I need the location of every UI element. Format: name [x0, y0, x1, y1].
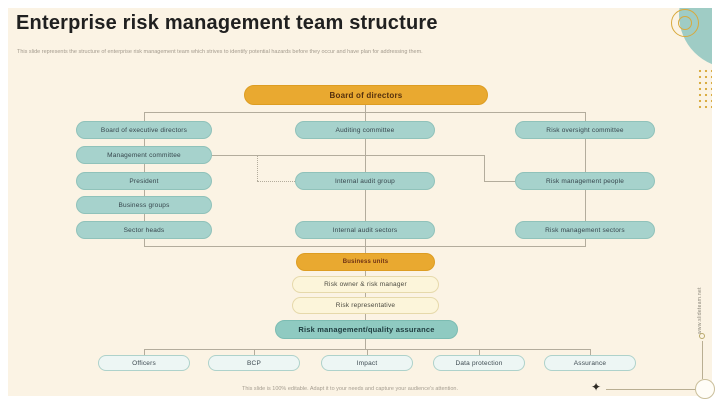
- watermark-dot: [699, 333, 705, 339]
- connector: [365, 339, 366, 349]
- page-title: Enterprise risk management team structur…: [16, 12, 438, 34]
- footer-circle-decoration: [695, 379, 715, 399]
- connector: [590, 349, 591, 355]
- connector: [484, 155, 485, 181]
- connector: [585, 112, 586, 121]
- footer-decorative-line: [606, 389, 696, 390]
- node-board-of-executive-directors: Board of executive directors: [76, 121, 212, 139]
- connector: [367, 349, 368, 355]
- node-risk-oversight-committee: Risk oversight committee: [515, 121, 655, 139]
- connector: [365, 314, 366, 320]
- connector: [365, 112, 366, 121]
- connector: [479, 349, 480, 355]
- dot-grid-decoration: [697, 68, 712, 110]
- connector: [144, 112, 145, 121]
- node-risk-representative: Risk representative: [292, 297, 439, 314]
- node-president: President: [76, 172, 212, 190]
- inner-ring-icon: [678, 16, 692, 30]
- node-data-protection: Data protection: [433, 355, 525, 371]
- node-bcp: BCP: [208, 355, 300, 371]
- sparkle-icon: ✦: [591, 380, 602, 394]
- connector: [484, 181, 515, 182]
- watermark-line: [702, 341, 703, 379]
- node-board-of-directors: Board of directors: [244, 85, 488, 105]
- connector: [585, 239, 586, 246]
- node-impact: Impact: [321, 355, 413, 371]
- node-officers: Officers: [98, 355, 190, 371]
- connector: [365, 293, 366, 297]
- connector: [144, 239, 145, 246]
- node-business-units: Business units: [296, 253, 435, 271]
- connector: [254, 349, 255, 355]
- node-internal-audit-group: Internal audit group: [295, 172, 435, 190]
- node-business-groups: Business groups: [76, 196, 212, 214]
- node-sector-heads: Sector heads: [76, 221, 212, 239]
- node-management-committee: Management committee: [76, 146, 212, 164]
- node-risk-management-people: Risk management people: [515, 172, 655, 190]
- connector: [212, 155, 484, 156]
- node-risk-management-quality-assurance: Risk management/quality assurance: [275, 320, 458, 339]
- node-auditing-committee: Auditing committee: [295, 121, 435, 139]
- footer-note: This slide is 100% editable. Adapt it to…: [242, 386, 458, 392]
- dotted-connector: [257, 181, 295, 182]
- node-risk-owner-risk-manager: Risk owner & risk manager: [292, 276, 439, 293]
- connector: [365, 246, 366, 253]
- connector: [144, 349, 145, 355]
- node-assurance: Assurance: [544, 355, 636, 371]
- node-risk-management-sectors: Risk management sectors: [515, 221, 655, 239]
- node-internal-audit-sectors: Internal audit sectors: [295, 221, 435, 239]
- watermark-text: www.slideteam.net: [697, 287, 703, 334]
- page-subtitle: This slide represents the structure of e…: [17, 49, 423, 55]
- dotted-connector: [257, 155, 258, 181]
- connector: [365, 271, 366, 276]
- connector: [365, 105, 366, 113]
- concentric-rings-icon: [671, 9, 699, 37]
- connector: [365, 239, 366, 246]
